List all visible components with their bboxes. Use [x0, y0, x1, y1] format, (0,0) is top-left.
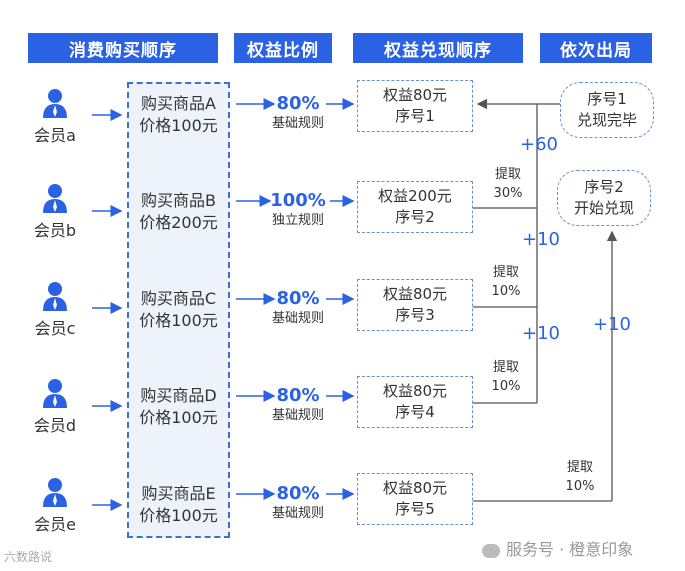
extraction-value: 10% [565, 479, 595, 494]
extraction-label: 提取 [492, 265, 519, 280]
extraction-e: 提取 10% [560, 458, 600, 496]
product-price: 价格100元 [139, 311, 218, 330]
increment-10-e: +10 [593, 314, 631, 335]
extraction-b: 提取 30% [488, 165, 528, 203]
member-a: 会员a [24, 88, 86, 146]
equity-amount: 权益80元 [382, 285, 448, 303]
header-consumption-order: 消费购买顺序 [28, 33, 218, 63]
equity-seq: 序号5 [395, 500, 435, 518]
product-name: 购买商品E [141, 484, 216, 503]
person-icon [43, 478, 67, 507]
increment-10-d: +10 [522, 323, 560, 344]
ratio-rule: 基础规则 [271, 506, 324, 521]
equity-amount: 权益80元 [382, 86, 448, 104]
ratio-e: 80% 基础规则 [250, 483, 346, 523]
member-label: 会员b [33, 221, 77, 240]
watermark-left: 六数路说 [4, 550, 53, 564]
outcome-line2: 开始兑现 [573, 199, 634, 217]
increment-60: +60 [520, 134, 558, 155]
person-icon [43, 184, 67, 213]
extraction-value: 30% [493, 186, 523, 201]
watermark-text: 服务号 · 橙意印象 [506, 540, 634, 559]
equity-amount: 权益80元 [382, 382, 448, 400]
ratio-rule: 基础规则 [271, 408, 324, 423]
product-c: 购买商品C 价格100元 [127, 288, 230, 332]
ratio-d: 80% 基础规则 [250, 385, 346, 425]
header-exit-order: 依次出局 [540, 33, 652, 63]
member-label: 会员a [34, 126, 76, 145]
outcome-line1: 序号2 [584, 178, 624, 196]
person-icon [43, 89, 67, 118]
ratio-value: 100% [270, 190, 326, 211]
extraction-c: 提取 10% [486, 263, 526, 301]
equity-box-2: 权益200元 序号2 [357, 181, 473, 233]
product-price: 价格100元 [139, 408, 218, 427]
outcome-line2: 兑现完毕 [576, 111, 637, 129]
header-redemption-order: 权益兑现顺序 [353, 33, 523, 63]
ratio-rule: 独立规则 [271, 213, 324, 228]
increment-10-c: +10 [522, 229, 560, 250]
member-label: 会员d [33, 416, 77, 435]
product-price: 价格100元 [139, 116, 218, 135]
ratio-value: 80% [276, 385, 320, 406]
product-name: 购买商品B [141, 191, 216, 210]
product-a: 购买商品A 价格100元 [127, 93, 230, 137]
ratio-value: 80% [276, 483, 320, 504]
wechat-icon [482, 543, 500, 558]
ratio-b: 100% 独立规则 [250, 190, 346, 230]
extraction-label: 提取 [492, 360, 519, 375]
member-d: 会员d [24, 378, 86, 436]
equity-seq: 序号1 [395, 107, 435, 125]
equity-box-3: 权益80元 序号3 [357, 279, 473, 331]
person-icon [43, 379, 67, 408]
extraction-label: 提取 [494, 167, 521, 182]
member-e: 会员e [24, 477, 86, 535]
equity-seq: 序号2 [395, 208, 435, 226]
outcome-line1: 序号1 [587, 90, 627, 108]
header-equity-ratio: 权益比例 [234, 33, 332, 63]
product-name: 购买商品D [140, 386, 217, 405]
product-price: 价格200元 [139, 213, 218, 232]
product-e: 购买商品E 价格100元 [127, 483, 230, 527]
ratio-value: 80% [276, 288, 320, 309]
ratio-a: 80% 基础规则 [250, 93, 346, 133]
equity-box-1: 权益80元 序号1 [357, 80, 473, 132]
member-label: 会员c [34, 319, 76, 338]
product-name: 购买商品C [140, 289, 217, 308]
member-c: 会员c [24, 281, 86, 339]
extraction-label: 提取 [566, 460, 593, 475]
product-column-panel [127, 82, 230, 538]
ratio-value: 80% [276, 93, 320, 114]
outcome-seq2-start: 序号2 开始兑现 [557, 170, 651, 226]
equity-amount: 权益200元 [378, 187, 452, 205]
ratio-rule: 基础规则 [271, 116, 324, 131]
extraction-value: 10% [491, 284, 521, 299]
outcome-seq1-complete: 序号1 兑现完毕 [560, 82, 654, 138]
product-price: 价格100元 [139, 506, 218, 525]
extraction-value: 10% [491, 379, 521, 394]
watermark-right: 服务号 · 橙意印象 [482, 536, 633, 560]
member-b: 会员b [24, 183, 86, 241]
equity-seq: 序号3 [395, 306, 435, 324]
equity-box-5: 权益80元 序号5 [357, 473, 473, 525]
product-name: 购买商品A [141, 94, 216, 113]
equity-seq: 序号4 [395, 403, 435, 421]
extraction-d: 提取 10% [486, 358, 526, 396]
ratio-rule: 基础规则 [271, 311, 324, 326]
member-label: 会员e [34, 515, 76, 534]
equity-box-4: 权益80元 序号4 [357, 376, 473, 428]
product-d: 购买商品D 价格100元 [127, 385, 230, 429]
person-icon [43, 282, 67, 311]
equity-amount: 权益80元 [382, 479, 448, 497]
product-b: 购买商品B 价格200元 [127, 190, 230, 234]
ratio-c: 80% 基础规则 [250, 288, 346, 328]
